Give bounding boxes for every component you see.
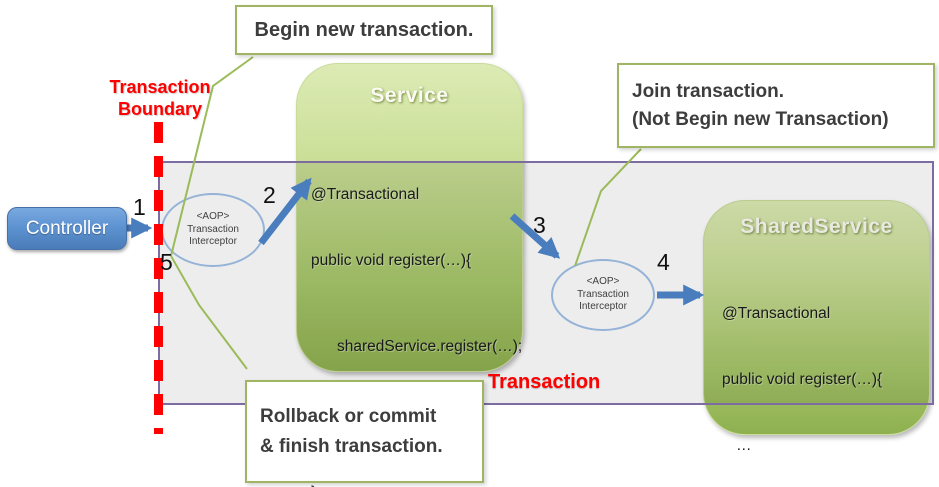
transaction-boundary-label: Transaction Boundary <box>109 77 211 119</box>
shared-service-title: SharedService <box>740 215 893 238</box>
service-title: Service <box>370 84 449 107</box>
aop-transaction-interceptor-2: <AOP> Transaction Interceptor <box>551 259 655 331</box>
step-5: 5 <box>160 249 173 275</box>
join-transaction-callout: Join transaction. (Not Begin new Transac… <box>617 63 935 148</box>
code-line: public void register(…){ <box>722 371 883 388</box>
code-line: … <box>736 437 752 454</box>
shared-service-code: @Transactional public void register(…){ … <box>722 259 882 487</box>
rollback-commit-callout: Rollback or commit & finish transaction. <box>245 380 484 483</box>
code-line: @Transactional <box>311 186 420 203</box>
code-line: public void register(…){ <box>311 252 472 269</box>
service-box: Service @Transactional public void regis… <box>296 63 523 487</box>
code-line: } <box>311 482 522 487</box>
code-line: sharedService.register(…); <box>337 338 523 355</box>
transaction-boundary-line <box>154 122 163 434</box>
step-1: 1 <box>133 194 146 220</box>
aop-transaction-interceptor-1: <AOP> Transaction Interceptor <box>161 193 265 267</box>
shared-service-box: SharedService @Transactional public void… <box>703 200 930 454</box>
controller-box: Controller <box>7 207 127 250</box>
step-3: 3 <box>533 212 546 238</box>
controller-label: Controller <box>25 217 109 239</box>
step-4: 4 <box>657 249 670 275</box>
transaction-label: Transaction <box>488 371 601 393</box>
service-code: @Transactional public void register(…){ … <box>311 140 522 487</box>
code-line: @Transactional <box>722 305 831 322</box>
begin-transaction-callout: Begin new transaction. <box>235 5 493 55</box>
step-2: 2 <box>263 182 276 208</box>
